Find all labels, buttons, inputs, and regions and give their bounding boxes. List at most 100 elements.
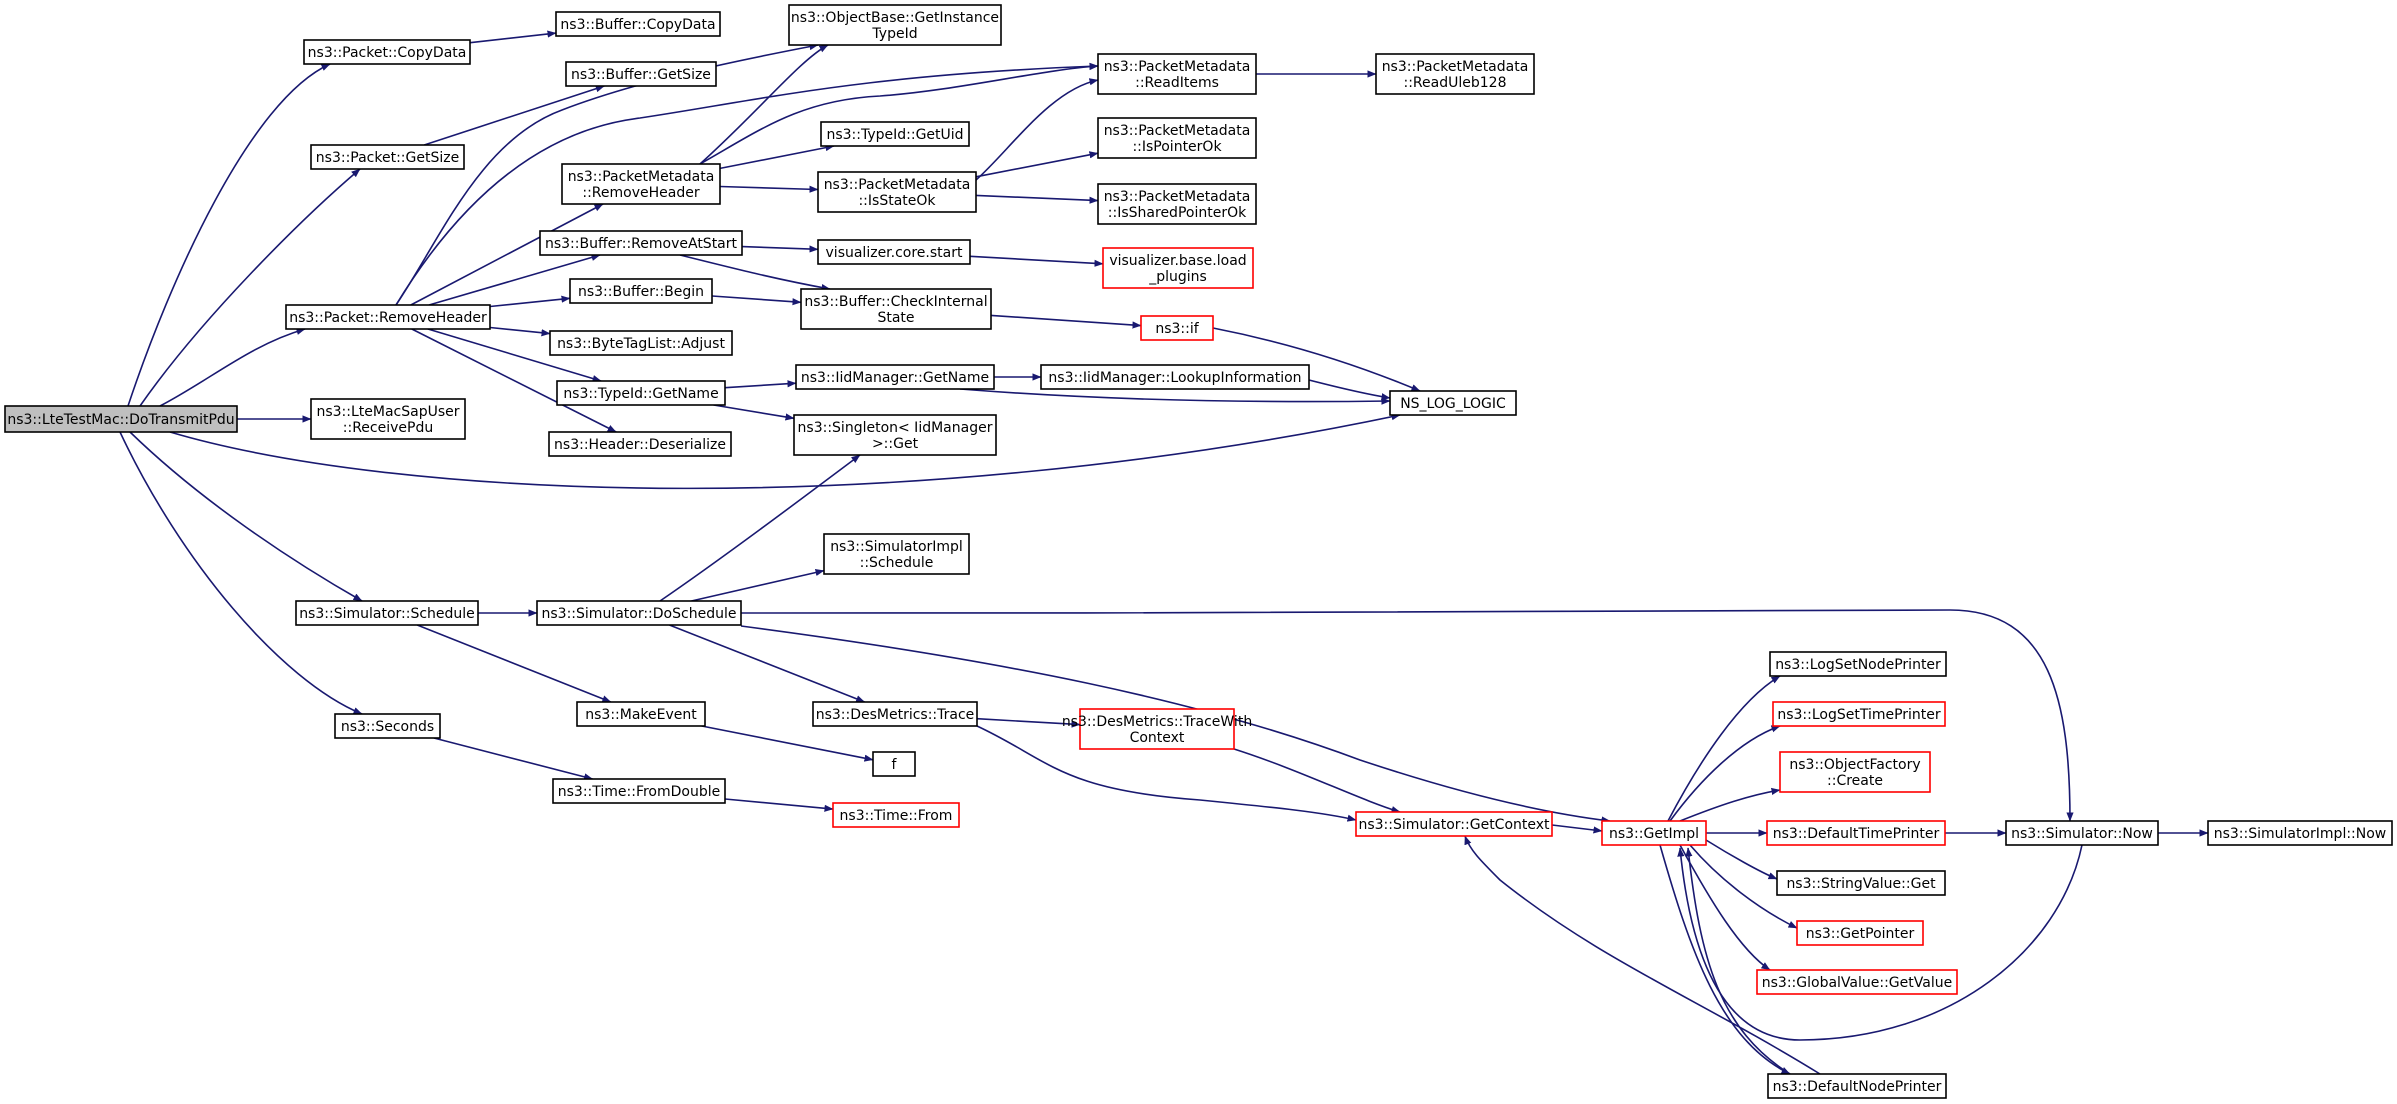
node-ns3-if[interactable]: ns3::if — [1140, 315, 1214, 341]
node-label: ns3::Singleton< IidManager — [798, 420, 993, 436]
edge-buf_checkinternal-to-ns3_if — [990, 314, 1142, 329]
node-typeid-getuid[interactable]: ns3::TypeId::GetUid — [820, 121, 970, 147]
node-box — [1097, 117, 1257, 159]
node-pm-removeheader[interactable]: ns3::PacketMetadata::RemoveHeader — [561, 163, 721, 205]
node-label: ns3::Header::Deserialize — [554, 437, 726, 453]
node-box — [565, 61, 717, 87]
edge-root-to-pkt_getsize — [139, 168, 361, 407]
node-box — [1756, 969, 1958, 995]
node-iid-lookup[interactable]: ns3::IidManager::LookupInformation — [1040, 364, 1310, 390]
node-bytetaglist[interactable]: ns3::ByteTagList::Adjust — [549, 330, 733, 356]
node-pkt-getsize[interactable]: ns3::Packet::GetSize — [310, 144, 465, 170]
node-box — [1767, 1073, 1947, 1099]
node-label: ns3::ObjectBase::GetInstance — [791, 10, 999, 26]
node-ltemac-receive[interactable]: ns3::LteMacSapUser::ReceivePdu — [310, 398, 466, 440]
node-box — [295, 600, 479, 626]
node-pkt-copy[interactable]: ns3::Packet::CopyData — [303, 39, 471, 65]
node-box — [561, 163, 721, 205]
node-viz-base-load[interactable]: visualizer.base.load_plugins — [1102, 247, 1254, 289]
node-box — [817, 171, 977, 213]
edge-buf_begin-to-buf_checkinternal — [711, 295, 802, 306]
edge-seconds-to-time_fromdouble — [433, 737, 594, 781]
node-globalvalue-get[interactable]: ns3::GlobalValue::GetValue — [1756, 969, 1958, 995]
node-label: f — [892, 757, 898, 773]
node-simimpl-schedule[interactable]: ns3::SimulatorImpl::Schedule — [823, 533, 970, 575]
node-box — [1355, 811, 1553, 837]
node-ns-log-logic[interactable]: NS_LOG_LOGIC — [1389, 390, 1517, 416]
node-box — [788, 4, 1002, 46]
edge-root-to-seconds — [119, 431, 363, 715]
node-getpointer[interactable]: ns3::GetPointer — [1796, 920, 1924, 946]
node-lognodeprinter[interactable]: ns3::LogSetNodePrinter — [1769, 651, 1947, 677]
node-box — [800, 288, 992, 330]
node-time-fromdouble[interactable]: ns3::Time::FromDouble — [552, 778, 726, 804]
node-label: ns3::Buffer::GetSize — [571, 67, 711, 83]
node-label: ns3::Buffer::CheckInternal — [804, 294, 987, 310]
node-singleton-get[interactable]: ns3::Singleton< IidManager >::Get — [793, 414, 997, 456]
node-pkt-removeheader[interactable]: ns3::Packet::RemoveHeader — [285, 304, 491, 330]
node-desmetrics-trace[interactable]: ns3::DesMetrics::Trace — [812, 701, 978, 727]
node-getimpl[interactable]: ns3::GetImpl — [1601, 820, 1707, 846]
node-box — [1769, 651, 1947, 677]
node-label: ns3::Seconds — [341, 719, 434, 735]
node-pm-issharedpointerok[interactable]: ns3::PacketMetadata::IsSharedPointerOk — [1097, 183, 1257, 225]
edge-sim_doschedule-to-simimpl_schedule — [691, 569, 825, 602]
node-defaultnodeprinter[interactable]: ns3::DefaultNodePrinter — [1767, 1073, 1947, 1099]
node-simimpl-now[interactable]: ns3::SimulatorImpl::Now — [2207, 820, 2393, 846]
node-box — [548, 431, 732, 457]
node-box — [569, 278, 713, 304]
node-pm-readitems[interactable]: ns3::PacketMetadata::ReadItems — [1097, 53, 1257, 95]
node-stringvalue-get[interactable]: ns3::StringValue::Get — [1776, 870, 1946, 896]
node-makeevent[interactable]: ns3::MakeEvent — [576, 701, 706, 727]
node-pm-ispointerok[interactable]: ns3::PacketMetadata::IsPointerOk — [1097, 117, 1257, 159]
node-box — [812, 701, 978, 727]
edge-buf_removeatstart-to-buf_checkinternal — [679, 254, 831, 292]
node-pm-isstateok[interactable]: ns3::PacketMetadata::IsStateOk — [817, 171, 977, 213]
node-typeid-getname[interactable]: ns3::TypeId::GetName — [556, 380, 726, 406]
node-box — [576, 701, 706, 727]
edge-getimpl-to-defaultnodeprinter — [1659, 844, 1791, 1075]
node-header-deser[interactable]: ns3::Header::Deserialize — [548, 431, 732, 457]
edge-time_fromdouble-to-time_from — [724, 798, 834, 812]
node-label: ns3::Time::From — [840, 808, 953, 824]
node-box — [536, 600, 742, 626]
node-sim-getcontext[interactable]: ns3::Simulator::GetContext — [1355, 811, 1553, 837]
node-sim-now[interactable]: ns3::Simulator::Now — [2005, 820, 2159, 846]
node-defaulttimeprinter[interactable]: ns3::DefaultTimePrinter — [1766, 820, 1946, 846]
node-label: State — [877, 310, 914, 326]
node-buf-getsize[interactable]: ns3::Buffer::GetSize — [565, 61, 717, 87]
node-seconds[interactable]: ns3::Seconds — [334, 713, 441, 739]
node-objfactory-create[interactable]: ns3::ObjectFactory::Create — [1779, 751, 1931, 793]
node-buf-copy[interactable]: ns3::Buffer::CopyData — [555, 11, 721, 37]
edge-defaultnodeprinter-to-getimpl — [1685, 847, 1791, 1075]
node-label: ::RemoveHeader — [582, 185, 699, 201]
edge-desmetrics_trace-to-desmetrics_tracewith — [976, 717, 1081, 728]
node-viz-core-start[interactable]: visualizer.core.start — [817, 239, 971, 265]
edge-defaultnodeprinter-to-sim_getcontext — [1464, 835, 1821, 1075]
edge-pm_removeheader-to-typeid_getuid — [719, 144, 835, 170]
node-sim-schedule[interactable]: ns3::Simulator::Schedule — [295, 600, 479, 626]
node-label: ns3::Time::FromDouble — [558, 784, 721, 800]
node-logtimeprinter[interactable]: ns3::LogSetTimePrinter — [1772, 701, 1946, 727]
node-box — [1389, 390, 1517, 416]
edge-getimpl-to-getpointer — [1689, 844, 1798, 929]
node-buf-removeatstart[interactable]: ns3::Buffer::RemoveAtStart — [539, 230, 743, 256]
node-time-from[interactable]: ns3::Time::From — [832, 802, 960, 828]
edge-typeid_getname-to-iid_getname — [724, 380, 797, 389]
node-label: ns3::Buffer::Begin — [578, 284, 704, 300]
node-pm-readuleb[interactable]: ns3::PacketMetadata::ReadUleb128 — [1375, 53, 1535, 95]
node-buf-begin[interactable]: ns3::Buffer::Begin — [569, 278, 713, 304]
node-box — [549, 330, 733, 356]
node-label: ns3::DefaultTimePrinter — [1773, 826, 1940, 842]
node-label: ::ReceivePdu — [343, 420, 433, 436]
node-f[interactable]: f — [872, 751, 916, 777]
node-sim-doschedule[interactable]: ns3::Simulator::DoSchedule — [536, 600, 742, 626]
node-box — [817, 239, 971, 265]
edge-getimpl-to-objfactory_create — [1679, 787, 1781, 822]
node-label: ns3::LteMacSapUser — [316, 404, 459, 420]
node-box — [823, 533, 970, 575]
node-iid-getname[interactable]: ns3::IidManager::GetName — [795, 364, 995, 390]
